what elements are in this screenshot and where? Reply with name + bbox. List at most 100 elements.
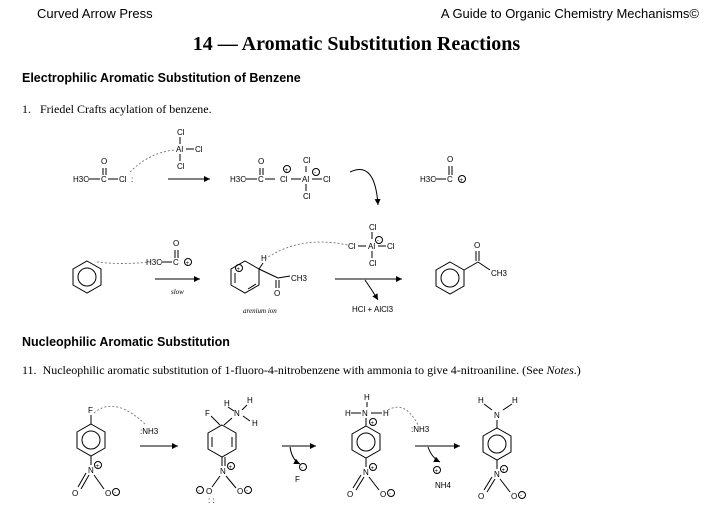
svg-text:F: F	[205, 409, 210, 418]
arenium-ion: + H CH3 O arenium ion	[230, 254, 308, 315]
svg-text:N: N	[234, 409, 240, 418]
slow-label: slow	[171, 288, 184, 296]
acetophenone: O CH3	[435, 241, 508, 295]
dashed-curved-arrow-5	[387, 406, 419, 426]
svg-text:H: H	[252, 419, 258, 428]
svg-text:-: -	[246, 489, 248, 495]
svg-text:+: +	[371, 466, 375, 472]
svg-text:+: +	[186, 261, 190, 267]
curved-arrow-3	[289, 446, 301, 465]
item-text: Nucleophilic aromatic substitution of 1-…	[42, 363, 547, 377]
svg-text:arenium ion: arenium ion	[243, 307, 277, 315]
aluminum-chloride: Cl Al Cl Cl	[176, 128, 203, 171]
item-text: Friedel Crafts acylation of benzene.	[40, 102, 212, 116]
svg-text:C: C	[101, 175, 107, 184]
svg-text:Al: Al	[302, 175, 309, 184]
header-book-title: A Guide to Organic Chemistry Mechanisms©	[440, 6, 699, 21]
svg-text:H: H	[247, 396, 253, 405]
acyl-chloride-alcl3-complex: H3C C O + Cl Al - Cl Cl Cl	[230, 156, 331, 201]
svg-text:C: C	[173, 258, 179, 267]
svg-text:H: H	[478, 396, 484, 405]
section-heading-electrophilic: Electrophilic Aromatic Substitution of B…	[22, 71, 301, 85]
svg-text:-: -	[114, 491, 116, 497]
item-friedel-crafts: 1. Friedel Crafts acylation of benzene.	[22, 102, 212, 117]
svg-text:CH3: CH3	[291, 274, 308, 283]
svg-text:Cl: Cl	[323, 175, 331, 184]
svg-text:+: +	[371, 421, 375, 427]
svg-text:N: N	[494, 470, 500, 479]
svg-text:N: N	[362, 409, 368, 418]
svg-text:-: -	[377, 239, 379, 245]
dashed-curved-arrow	[129, 149, 176, 173]
byproduct-label: HCl + AlCl3	[352, 305, 394, 314]
svg-text:C: C	[447, 175, 453, 184]
dashed-curved-arrow-2	[96, 261, 151, 264]
svg-text:Cl: Cl	[303, 192, 311, 201]
svg-text:+: +	[237, 267, 241, 273]
svg-text:+: +	[435, 469, 439, 475]
svg-text:O: O	[101, 157, 107, 166]
svg-text:O: O	[380, 490, 386, 499]
svg-text:O: O	[105, 489, 111, 498]
svg-text:H: H	[261, 254, 267, 263]
svg-text:O: O	[347, 490, 353, 499]
svg-text:F: F	[88, 406, 93, 415]
svg-text:-: -	[314, 171, 316, 177]
ammonium: NH4	[435, 481, 452, 490]
svg-text:O: O	[173, 239, 179, 248]
svg-text:H3C: H3C	[420, 175, 436, 184]
item-number: 1.	[22, 102, 31, 116]
fluoride: F	[295, 475, 300, 484]
svg-text:H: H	[383, 409, 389, 418]
svg-text:O: O	[447, 155, 453, 164]
svg-text:-: -	[520, 494, 522, 500]
svg-text:H3C: H3C	[146, 258, 162, 267]
svg-text:-: -	[198, 489, 200, 495]
svg-text:+: +	[229, 465, 233, 471]
svg-text:Cl: Cl	[119, 175, 127, 184]
svg-text:-: -	[301, 466, 303, 472]
svg-text:N: N	[363, 468, 369, 477]
fluoronitrobenzene: F N + O O -	[72, 406, 120, 498]
svg-text:H: H	[224, 399, 230, 408]
svg-text:H: H	[364, 393, 370, 402]
svg-text:O: O	[206, 487, 212, 496]
svg-text:O: O	[274, 289, 280, 298]
svg-text:C: C	[258, 175, 264, 184]
svg-text:Cl: Cl	[348, 242, 356, 251]
svg-text:Cl: Cl	[369, 259, 377, 268]
svg-text:O: O	[258, 157, 264, 166]
svg-text:O: O	[474, 241, 480, 250]
page-title: 14 — Aromatic Substitution Reactions	[192, 33, 521, 55]
dashed-curved-arrow-3	[264, 241, 349, 260]
svg-text::: :	[131, 175, 133, 184]
benzene	[72, 260, 102, 294]
svg-text:+: +	[96, 464, 100, 470]
svg-text:O: O	[237, 487, 243, 496]
svg-text:N: N	[220, 467, 226, 476]
alcl4-anion: Cl - Cl Al Cl Cl	[348, 223, 395, 268]
svg-text:Cl: Cl	[303, 156, 311, 165]
dashed-curved-arrow-4	[93, 405, 147, 426]
svg-text:+: +	[285, 168, 289, 174]
svg-text:+: +	[502, 468, 506, 474]
section-heading-nucleophilic: Nucleophilic Aromatic Substitution	[22, 335, 230, 349]
svg-text:Al: Al	[368, 242, 375, 251]
svg-text:Cl: Cl	[280, 175, 288, 184]
svg-text:: :: : :	[208, 496, 215, 505]
svg-text:N: N	[494, 411, 500, 420]
svg-text:O: O	[478, 492, 484, 501]
svg-text:Cl: Cl	[369, 223, 377, 232]
acylium-ion: H3C C O +	[420, 155, 466, 184]
svg-text:Cl: Cl	[177, 162, 185, 171]
svg-text:H: H	[345, 409, 351, 418]
ammonia-2: :NH3	[411, 425, 430, 434]
curved-arrow-2	[364, 279, 379, 301]
acylium-ion-2: H3C C O +	[146, 239, 192, 267]
ammonium-intermediate: H H N H + N + O O -	[345, 393, 395, 499]
meisenheimer-complex: F H H N H N + O - : : O -	[196, 396, 258, 505]
nitroaniline: H H N N + O O -	[478, 396, 526, 501]
svg-text:+: +	[460, 178, 464, 184]
svg-text:Cl: Cl	[387, 242, 395, 251]
item-snar: 11. Nucleophilic aromatic substitution o…	[22, 363, 581, 378]
